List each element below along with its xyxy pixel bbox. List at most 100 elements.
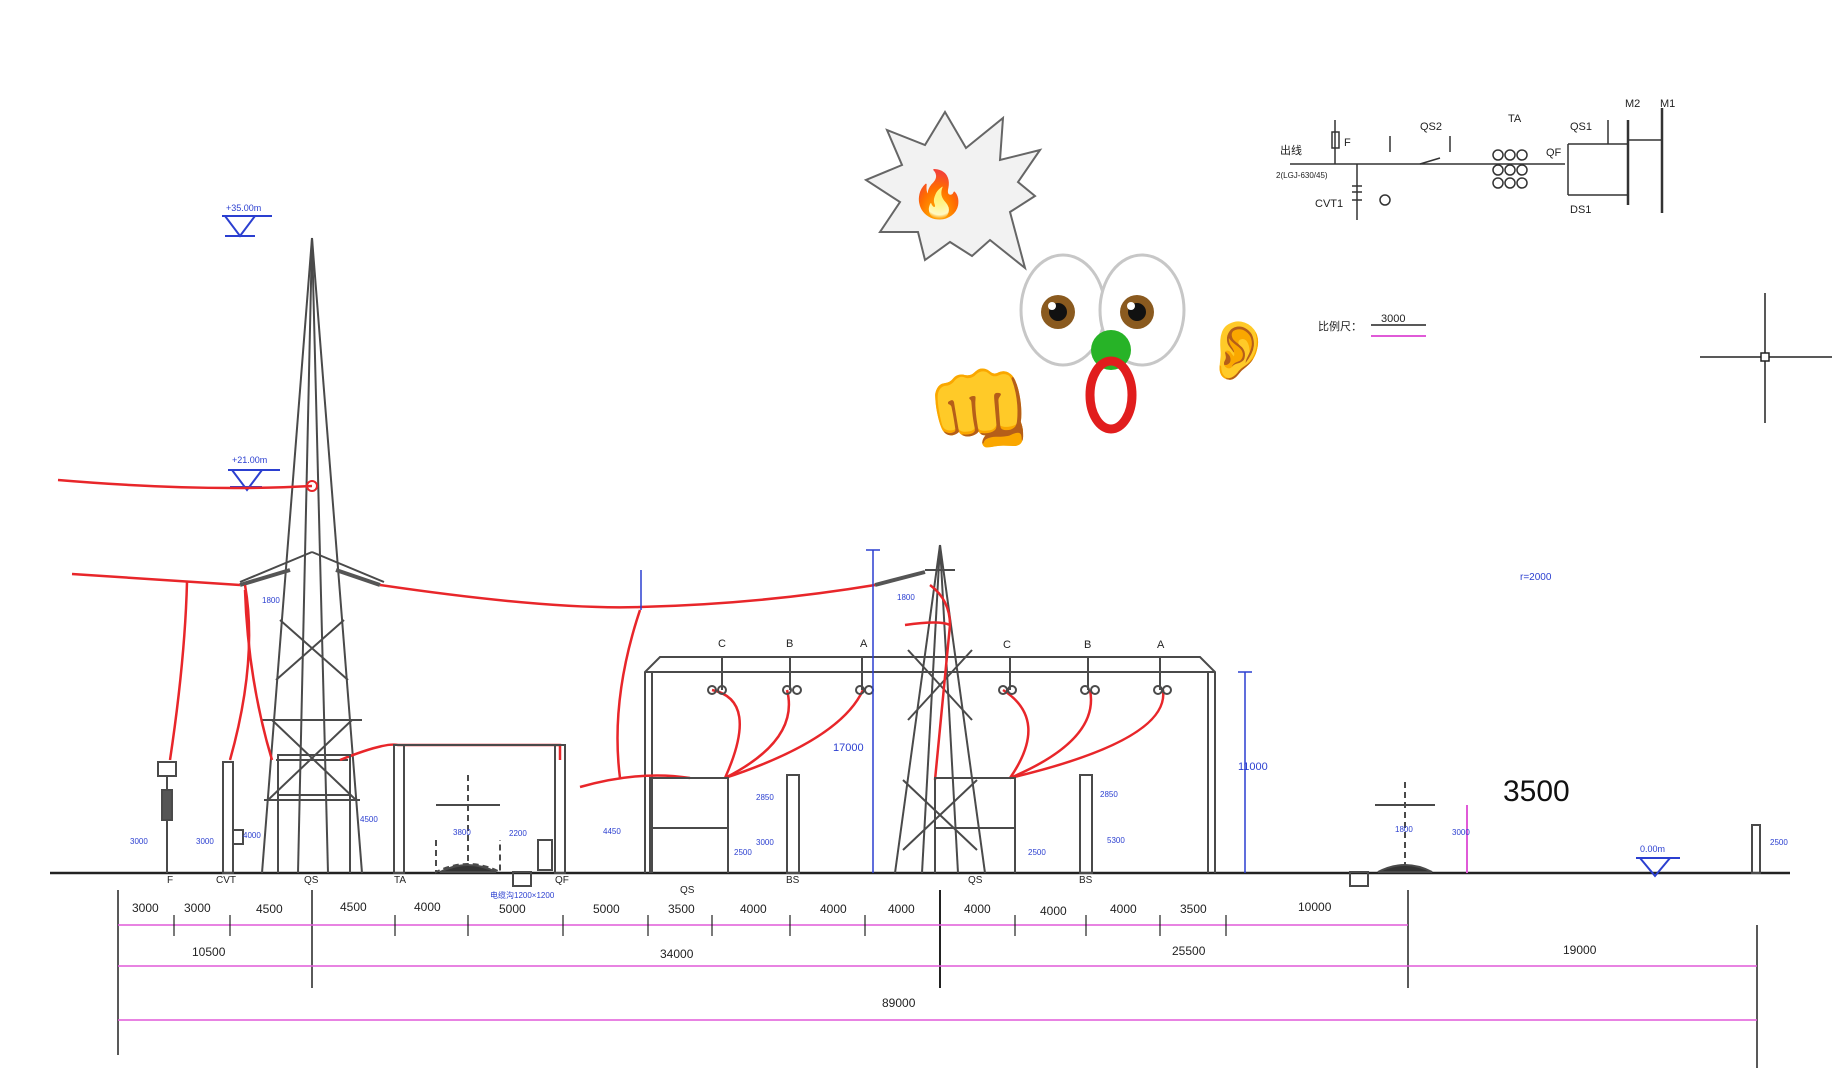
dim-row2-2: 25500 <box>1172 944 1206 958</box>
label-cvt: CVT <box>216 875 236 886</box>
phase-b-left: B <box>786 638 793 650</box>
far-right-equipment <box>1349 782 1761 887</box>
sld-qf: QF <box>1546 147 1562 159</box>
single-line-labels: 出线 2(LGJ-630/45) F CVT1 QS2 TA QF QS1 DS… <box>1276 98 1675 216</box>
label-bs-right: BS <box>1079 875 1093 886</box>
elevation-label-21: +21.00m <box>232 455 267 465</box>
qf-breaker-unit <box>435 775 553 887</box>
dim-3000-cvt: 3000 <box>196 837 214 846</box>
explosion-sticker: 🔥 <box>863 110 1043 271</box>
dim-total: 89000 <box>882 996 916 1010</box>
height-dim-11000: 11000 <box>1238 671 1268 873</box>
phase-c-left: C <box>718 638 726 650</box>
phase-c-right: C <box>1003 639 1011 651</box>
height-label-17000: 17000 <box>833 742 864 754</box>
dim-row1-13: 4000 <box>1110 902 1137 916</box>
sld-cvt1: CVT1 <box>1315 198 1343 210</box>
qs-disconnector-right <box>934 777 1016 873</box>
dim-4000-cvt: 4000 <box>243 831 261 840</box>
dim-2200-qf: 2200 <box>509 829 527 838</box>
dim-5300: 5300 <box>1107 836 1125 845</box>
label-qs-right: QS <box>968 875 983 886</box>
label-qf: QF <box>555 875 569 886</box>
dim-4500-qs: 4500 <box>360 815 378 824</box>
height-label-11000: 11000 <box>1238 761 1268 773</box>
label-bs-mid: BS <box>786 875 800 886</box>
dim-row2-1: 34000 <box>660 947 694 961</box>
left-gantry-tower <box>239 237 385 874</box>
sld-outgoing: 出线 <box>1280 143 1302 157</box>
sld-qs1: QS1 <box>1570 121 1592 133</box>
scale-bar: 比例尺： 3000 <box>1318 313 1426 337</box>
dim-2500-mid: 2500 <box>734 848 752 857</box>
dim-1800-mid: 1800 <box>897 593 915 602</box>
sld-m1: M1 <box>1660 98 1675 110</box>
dim-2500-right: 2500 <box>1028 848 1046 857</box>
fist-icon: 👊 <box>925 360 1035 459</box>
dim-1800-left: 1800 <box>262 596 280 605</box>
fire-icon: 🔥 <box>910 168 967 221</box>
height-dim-17000: 17000 <box>833 549 880 873</box>
mouth-ring <box>1085 356 1137 434</box>
face-sticker: 👊 👂 <box>925 253 1274 459</box>
bs-support-right <box>1079 774 1093 874</box>
height-label-3500: 3500 <box>1503 775 1570 808</box>
cable-trench-note: 电缆沟1200×1200 <box>490 890 555 900</box>
dim-3800-qf: 3800 <box>453 828 471 837</box>
arrester-f <box>157 761 177 873</box>
label-f: F <box>167 875 173 886</box>
label-qs-left: QS <box>304 875 319 886</box>
phase-b-right: B <box>1084 639 1091 651</box>
crosshair-cursor <box>1700 293 1832 423</box>
elevation-label-35: +35.00m <box>226 203 261 213</box>
dim-row1-7: 3500 <box>668 902 695 916</box>
dim-3000-mid: 3000 <box>756 838 774 847</box>
dim-2850-mid: 2850 <box>756 793 774 802</box>
dim-3000-far: 3000 <box>1452 828 1470 837</box>
dim-row1-15: 10000 <box>1298 900 1332 914</box>
dim-row1-8: 4000 <box>740 902 767 916</box>
dim-row1-9: 4000 <box>820 902 847 916</box>
dim-r2000: r=2000 <box>1520 572 1552 583</box>
elevation-marker-21: +21.00m <box>228 455 280 492</box>
dim-row2-labels: 10500 34000 25500 19000 <box>192 943 1597 961</box>
gantry-insulators <box>707 657 1172 695</box>
elevation-marker-35: +35.00m <box>222 203 272 238</box>
dim-1800-far: 1800 <box>1395 825 1413 834</box>
single-line-diagram <box>1290 108 1664 220</box>
dim-row1-10: 4000 <box>888 902 915 916</box>
dim-row1-11: 4000 <box>964 902 991 916</box>
ta-current-transformer <box>393 744 566 874</box>
dim-row1-12: 4000 <box>1040 904 1067 918</box>
sld-conductor: 2(LGJ-630/45) <box>1276 171 1328 180</box>
dim-row1-3: 4500 <box>340 900 367 914</box>
sld-f: F <box>1344 137 1351 149</box>
dim-row1-2: 4500 <box>256 902 283 916</box>
scale-value: 3000 <box>1381 313 1405 325</box>
dim-4450: 4450 <box>603 827 621 836</box>
sld-m2: M2 <box>1625 98 1640 110</box>
qs-disconnector-left <box>277 754 351 873</box>
sld-qs2: QS2 <box>1420 121 1442 133</box>
dim-row1-14: 3500 <box>1180 902 1207 916</box>
dim-row1-5: 5000 <box>499 902 526 916</box>
dim-row2-3: 19000 <box>1563 943 1597 957</box>
left-insulator-strings <box>239 568 381 587</box>
right-gantry-frame <box>644 656 1216 873</box>
dim-row1-labels: 3000 3000 4500 4500 4000 5000 5000 3500 … <box>132 900 1332 918</box>
dim-row2-0: 10500 <box>192 945 226 959</box>
phase-a-right: A <box>1157 639 1165 651</box>
scale-label: 比例尺： <box>1318 319 1362 333</box>
phase-a-left: A <box>860 638 868 650</box>
dim-2850-right: 2850 <box>1100 790 1118 799</box>
ear-icon: 👂 <box>1202 317 1274 383</box>
qs-disconnector-mid <box>649 777 729 873</box>
bs-support-mid <box>786 774 800 874</box>
label-qs-mid: QS <box>680 885 695 896</box>
elevation-label-0: 0.00m <box>1640 844 1665 854</box>
overhead-conductors <box>57 478 1165 789</box>
dim-row1-ticks <box>173 915 1227 936</box>
label-ta: TA <box>394 875 406 886</box>
sld-ta: TA <box>1508 113 1522 125</box>
